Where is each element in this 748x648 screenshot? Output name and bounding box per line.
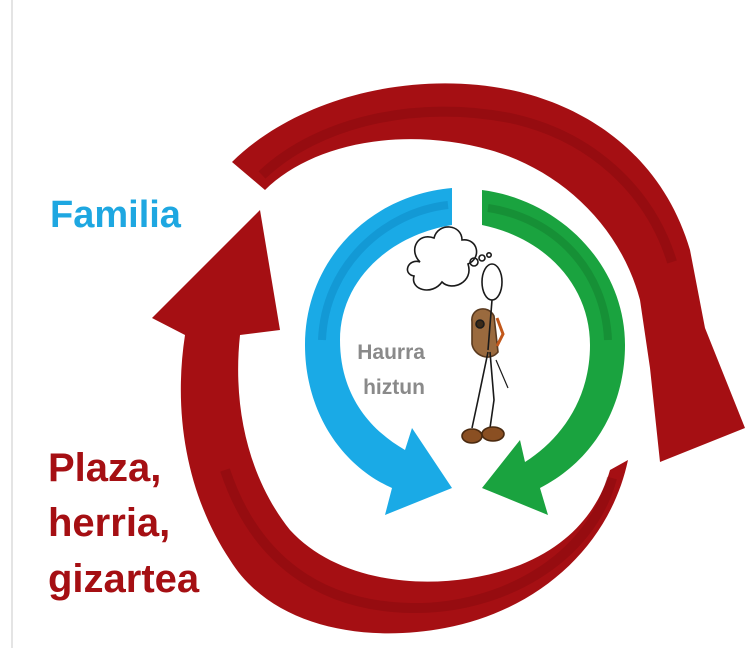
- familia-label: Familia: [50, 194, 182, 236]
- outer-arrow-top: [232, 83, 745, 462]
- center-label: Haurra hiztun: [357, 341, 431, 399]
- blue-arrow-shade: [318, 201, 449, 341]
- inner-green-arrow: [482, 190, 625, 515]
- green-arrow-body: [482, 190, 625, 515]
- outer-cycle-arrows: [152, 83, 745, 634]
- green-arrow-shade: [487, 204, 612, 341]
- outer-arrow-bottom-shade: [220, 468, 617, 614]
- outer-arrow-bottom: [152, 210, 628, 634]
- plaza-label: Plaza, herria, gizartea: [48, 446, 200, 601]
- plaza-label-line-3: gizartea: [48, 557, 200, 601]
- child-walking-with-thought-bubble-icon: [406, 226, 509, 444]
- center-label-line-2: hiztun: [363, 376, 425, 399]
- left-border-line: [11, 0, 13, 648]
- outer-arrow-top-shade: [258, 106, 677, 264]
- blue-arrow-body: [305, 188, 452, 515]
- plaza-label-line-2: herria,: [48, 501, 170, 545]
- center-label-line-1: Haurra: [357, 341, 425, 364]
- inner-blue-arrow: [305, 188, 452, 515]
- plaza-label-line-1: Plaza,: [48, 446, 161, 490]
